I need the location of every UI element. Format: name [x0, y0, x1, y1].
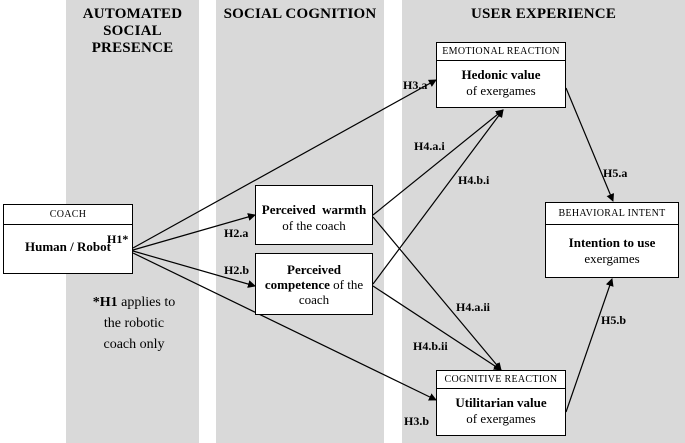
hedonic-sub: of exergames: [466, 83, 536, 98]
coach-title: COACH: [4, 205, 132, 225]
arrow-h4bii: [372, 285, 502, 371]
emotional-reaction-title: EMOTIONAL REACTION: [437, 43, 565, 61]
competence-label-2: competence: [264, 277, 330, 292]
arrow-h4ai: [372, 109, 504, 216]
behavioral-intent-box: BEHAVIORAL INTENT Intention to use exerg…: [545, 202, 679, 278]
h1-label: H1*: [107, 232, 129, 246]
h1-note: *H1 applies to the robotic coach only: [76, 292, 192, 355]
hedonic-value: Hedonic value: [461, 67, 541, 82]
h4bi-label: H4.b.i: [458, 173, 490, 187]
competence-of-the: of the: [329, 277, 364, 292]
intention-sub: exergames: [584, 251, 640, 266]
arrow-h3b: [132, 252, 437, 401]
h3a-label: H3.a: [403, 78, 428, 92]
cognitive-reaction-box: COGNITIVE REACTION Utilitarian value of …: [436, 370, 566, 436]
coach-box: COACH Human / Robot: [3, 204, 133, 274]
coach-text: Human / Robot: [25, 239, 111, 254]
column-heading: AUTOMATED SOCIAL PRESENCE: [82, 6, 183, 56]
competence-label-1: Perceived: [287, 262, 341, 277]
note-line-2: the robotic: [103, 316, 165, 331]
note-line-1-rest: applies to: [117, 295, 176, 310]
arrow-h2a: [132, 213, 256, 251]
h5a-label: H5.a: [603, 166, 628, 180]
note-line-1: *H1 applies to: [76, 292, 192, 313]
h4ai-label: H4.a.i: [414, 139, 445, 153]
note-line-3: coach only: [103, 337, 165, 352]
warmth-box: Perceived warmth of the coach: [255, 185, 373, 245]
h2b-label: H2.b: [224, 263, 250, 277]
behavioral-intent-title: BEHAVIORAL INTENT: [546, 203, 678, 225]
utilitarian-value: Utilitarian value: [455, 395, 547, 410]
utilitarian-sub: of exergames: [466, 411, 536, 426]
arrow-h2b: [132, 250, 256, 288]
arrow-h4bi: [372, 109, 504, 285]
competence-coach: coach: [298, 292, 330, 307]
h4bii-label: H4.b.ii: [413, 339, 448, 353]
note-h1: *H1: [92, 295, 118, 310]
arrow-h5a: [565, 87, 615, 202]
arrow-h5b: [565, 278, 614, 413]
competence-box: Perceived competence of the coach: [255, 253, 373, 315]
emotional-reaction-box: EMOTIONAL REACTION Hedonic value of exer…: [436, 42, 566, 108]
h3b-label: H3.b: [404, 414, 430, 428]
warmth-sub: of the coach: [282, 218, 346, 233]
column-heading: SOCIAL COGNITION: [223, 6, 377, 22]
warmth-label: Perceived warmth: [261, 202, 367, 217]
arrow-h4aii: [372, 216, 502, 371]
h2a-label: H2.a: [224, 226, 249, 240]
intention-to-use: Intention to use: [568, 235, 656, 250]
cognitive-reaction-title: COGNITIVE REACTION: [437, 371, 565, 389]
column-heading: USER EXPERIENCE: [470, 6, 617, 22]
arrow-h3a: [132, 79, 437, 249]
h4aii-label: H4.a.ii: [456, 300, 491, 314]
h5b-label: H5.b: [601, 313, 627, 327]
competence-line-2: competence of the: [256, 277, 372, 292]
